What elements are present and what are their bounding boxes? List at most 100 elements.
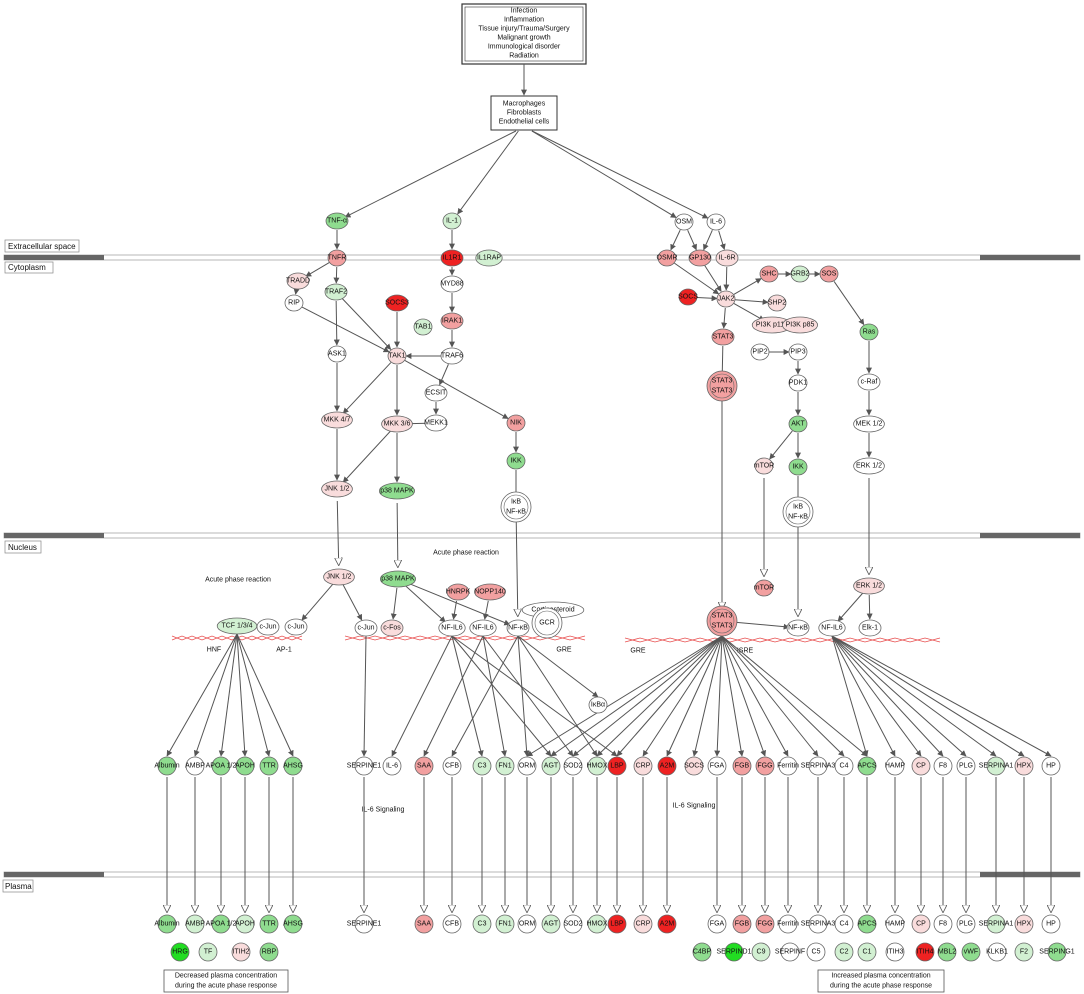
gene-label: APCS — [857, 763, 876, 770]
plasma-extra-f2: F2 — [1014, 942, 1034, 962]
gene-label: ITIH3 — [886, 949, 903, 956]
gene-icon — [607, 914, 627, 934]
node-jnk12c: JNK 1/2 — [321, 480, 353, 498]
gene-icon — [915, 942, 935, 962]
gene-icon — [1041, 914, 1061, 934]
protein-icon — [284, 294, 304, 312]
nucleus-gene-apcs: APCS — [857, 756, 877, 776]
edge — [301, 583, 334, 621]
node-osm: OSM — [674, 213, 694, 231]
node-label: OSM — [676, 219, 692, 226]
node-tab1: TAB1 — [413, 318, 433, 336]
gene-icon — [235, 914, 255, 934]
node-label: STAT3 — [712, 388, 733, 395]
node-label: IL1R1 — [443, 255, 462, 262]
nucleus-gene-fgg: FGG — [755, 756, 775, 776]
nucleus-gene-apoa-1-2: APOA 1/2 — [206, 756, 236, 776]
nucleus-gene-cfb: CFB — [442, 756, 462, 776]
plasma-gene-ambp: AMBP — [185, 914, 205, 934]
gene-label: HP — [1046, 763, 1056, 770]
edge — [305, 262, 330, 277]
plasma-gene-agt: AGT — [541, 914, 561, 934]
plasma-extra-serpinf: SERPINF — [775, 942, 805, 962]
edge — [730, 621, 790, 630]
tf-icon — [786, 619, 810, 637]
gene-icon — [563, 756, 583, 776]
edge — [550, 635, 723, 757]
plasma-gene-sod2: SOD2 — [563, 914, 583, 934]
gene-icon — [185, 756, 205, 776]
source-line-3: Tissue injury/Trauma/Surgery — [478, 26, 570, 33]
edge — [531, 130, 709, 219]
node-label: SHP2 — [768, 300, 786, 307]
nucleus-gene-ferritin: Ferritin — [777, 756, 799, 776]
gene-label: TTR — [262, 763, 276, 770]
chemical-icon — [750, 343, 770, 361]
kinase-icon — [506, 414, 526, 432]
gene-label: C4 — [840, 921, 849, 928]
node-label: IRAK1 — [442, 318, 462, 325]
gene-label: CFB — [445, 921, 459, 928]
plasma-gene-serpine1: SERPINE1 — [347, 914, 381, 934]
node-label: MYD88 — [440, 281, 463, 288]
gene-label: AGT — [544, 921, 559, 928]
node-nfil6r: NF-IL6 — [818, 619, 846, 637]
gene-label: HAMP — [885, 763, 906, 770]
node-label: IL-6R — [718, 255, 735, 262]
gene-icon — [857, 942, 877, 962]
node-label: IL-6 — [710, 219, 722, 226]
plasma-gene-fn1: FN1 — [495, 914, 515, 934]
kinase-icon — [853, 577, 885, 595]
chemical-icon — [788, 343, 808, 361]
node-tcf: TCF 1/3/4 — [216, 617, 258, 635]
edge — [692, 635, 723, 757]
gene-label: C5 — [812, 949, 821, 956]
dna-strands — [171, 635, 941, 643]
node-nfkbr: NF-κB — [786, 619, 810, 637]
node-label: SOCS3 — [385, 300, 409, 307]
node-label: IκBα — [591, 702, 605, 709]
gene-label: FGB — [735, 921, 750, 928]
node-label: TRAF6 — [441, 353, 463, 360]
gene-icon — [986, 756, 1006, 776]
node-erk12n: ERK 1/2 — [853, 577, 885, 595]
gene-label: SERPINA3 — [801, 921, 836, 928]
node-label: JNK 1/2 — [327, 574, 352, 581]
gene-icon — [806, 942, 826, 962]
gene-label: APOA 1/2 — [206, 921, 237, 928]
gene-label: C2 — [840, 949, 849, 956]
complex-inner-ring — [503, 494, 529, 520]
edge — [391, 635, 453, 757]
node-label: JAK2 — [718, 296, 735, 303]
gene-label: FN1 — [498, 921, 511, 928]
gene-label: vWF — [964, 949, 978, 956]
plasma-gene-fgg: FGG — [755, 914, 775, 934]
node-label: HNRPK — [446, 589, 471, 596]
node-label: p38 MAPK — [380, 488, 414, 495]
plasma-gene-cfb: CFB — [442, 914, 462, 934]
plasma-label: Plasma — [5, 882, 32, 891]
edge — [451, 635, 552, 757]
edge — [837, 592, 864, 622]
node-label: c-Raf — [861, 379, 878, 386]
node-il1r1: IL1R1 — [440, 249, 464, 267]
gene-label: C9 — [757, 949, 766, 956]
node-mek12: MEK 1/2 — [853, 415, 885, 433]
node-label: RIP — [288, 300, 300, 307]
gene-label: CRP — [636, 921, 651, 928]
node-label: IKK — [510, 458, 522, 465]
tf-icon — [354, 619, 378, 637]
node-mkk47: MKK 4/7 — [321, 411, 353, 429]
tf-icon — [380, 619, 404, 637]
node-label: PIP3 — [790, 349, 805, 356]
gene-icon — [857, 756, 877, 776]
receptor-icon — [715, 249, 739, 267]
plasma-extra-serping1: SERPING1 — [1039, 942, 1075, 962]
edge — [438, 364, 449, 386]
edge — [404, 584, 446, 623]
gene-icon — [587, 756, 607, 776]
nucleus-gene-hp: HP — [1041, 756, 1061, 776]
edge — [166, 633, 238, 757]
